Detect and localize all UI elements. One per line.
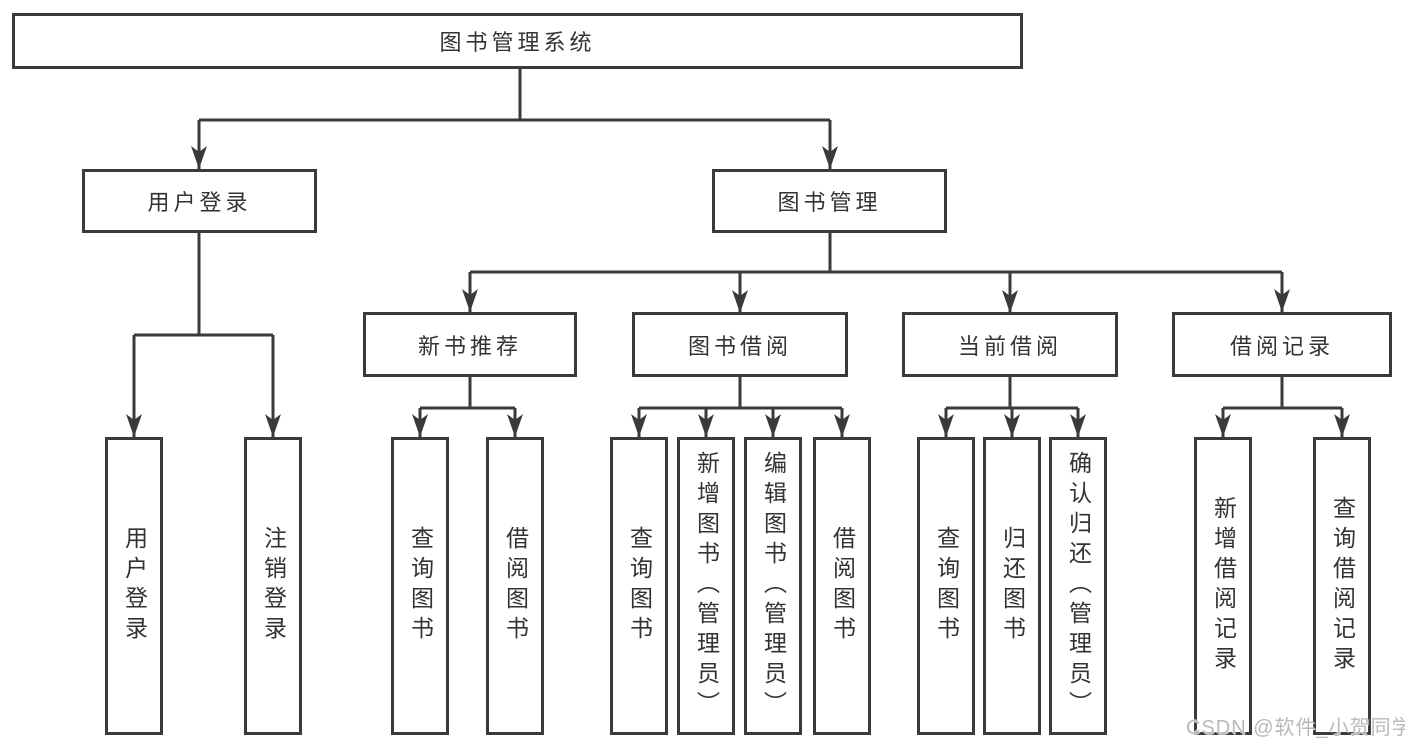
leaf-borrow-borrow-book: 借阅图书 bbox=[813, 437, 871, 735]
leaf-logout: 注销登录 bbox=[244, 437, 302, 735]
node-book-borrow: 图书借阅 bbox=[632, 312, 848, 377]
leaf-borrow-query-book: 查询图书 bbox=[610, 437, 668, 735]
leaf-current-query-book: 查询图书 bbox=[917, 437, 975, 735]
leaf-current-confirm-return-admin: 确认归还（管理员） bbox=[1049, 437, 1107, 735]
node-new-book-recommend: 新书推荐 bbox=[363, 312, 577, 377]
node-root-system: 图书管理系统 bbox=[12, 13, 1023, 69]
leaf-borrow-edit-book-admin: 编辑图书（管理员） bbox=[744, 437, 802, 735]
node-book-management: 图书管理 bbox=[712, 169, 947, 233]
leaf-borrow-add-book-admin: 新增图书（管理员） bbox=[677, 437, 735, 735]
node-current-borrow: 当前借阅 bbox=[902, 312, 1118, 377]
leaf-recommend-borrow-book: 借阅图书 bbox=[486, 437, 544, 735]
leaf-records-query-record: 查询借阅记录 bbox=[1313, 437, 1371, 735]
node-user-login: 用户登录 bbox=[82, 169, 317, 233]
node-borrow-records: 借阅记录 bbox=[1172, 312, 1392, 377]
csdn-watermark: CSDN @软件_小贺同学 bbox=[1186, 717, 1405, 739]
leaf-records-add-record: 新增借阅记录 bbox=[1194, 437, 1252, 735]
leaf-user-login: 用户登录 bbox=[105, 437, 163, 735]
leaf-current-return-book: 归还图书 bbox=[983, 437, 1041, 735]
leaf-recommend-query-book: 查询图书 bbox=[391, 437, 449, 735]
